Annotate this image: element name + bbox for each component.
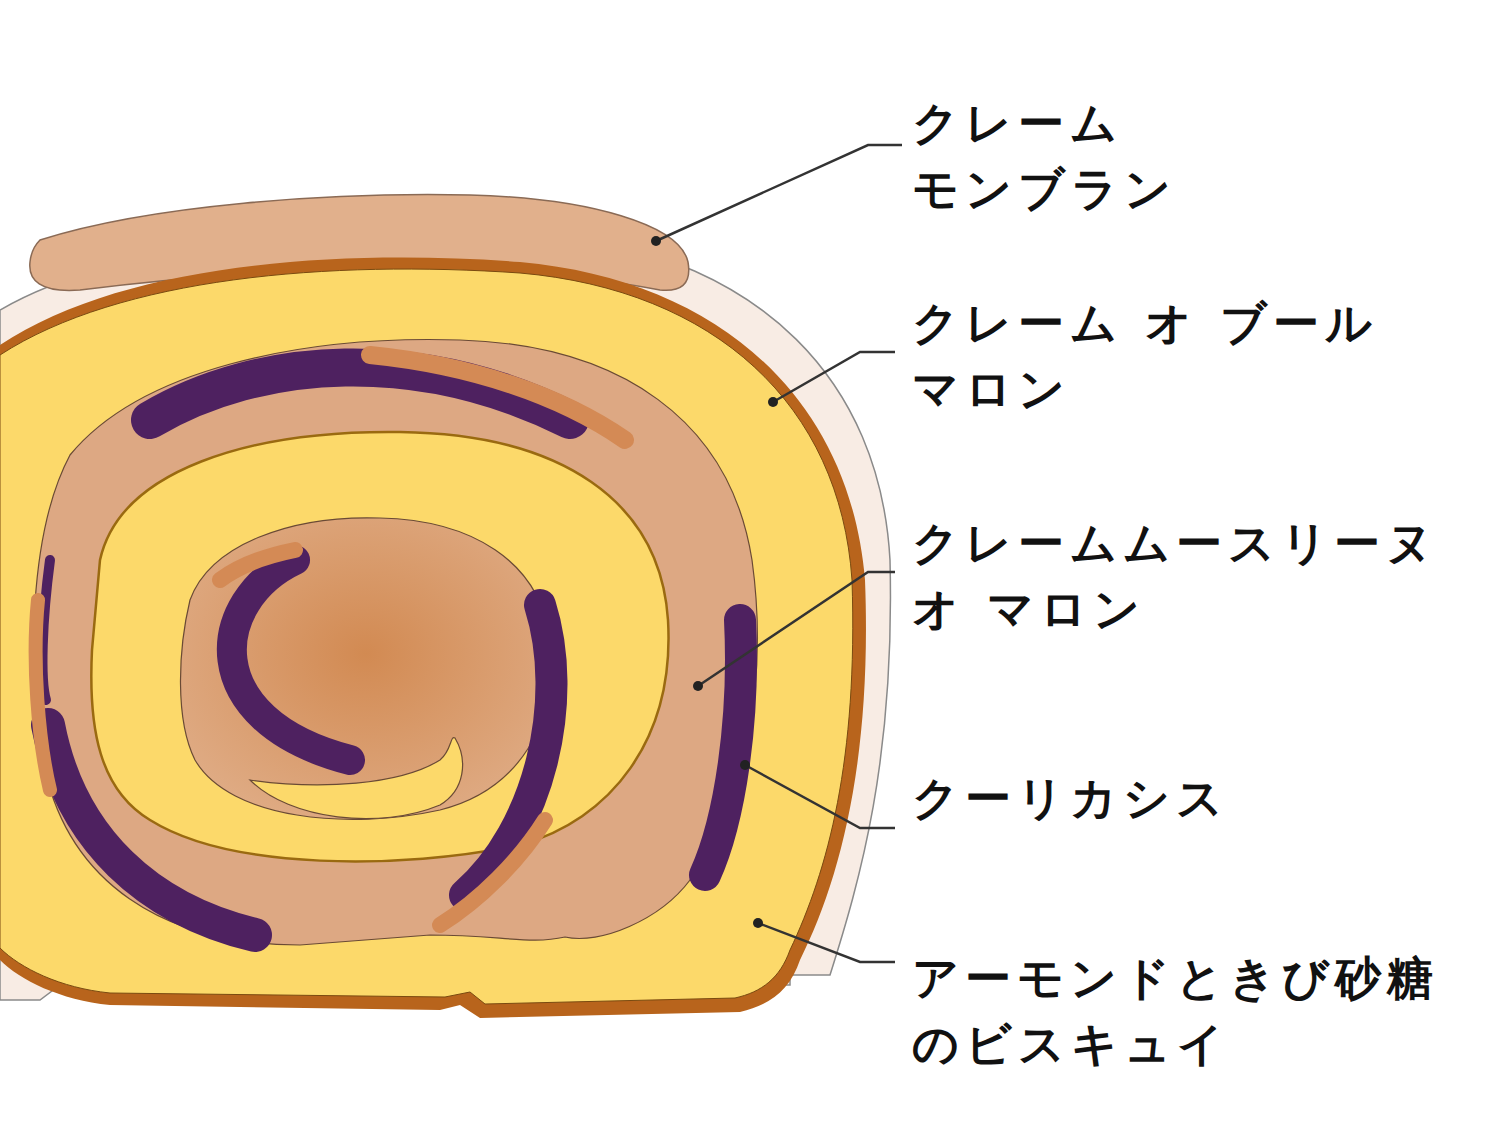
leader-dots (651, 236, 778, 928)
chestnut-mousseline (34, 340, 758, 945)
part-label: クレーム オ ブール マロン (912, 290, 1432, 422)
part-label: クレーム モンブラン (912, 90, 1242, 222)
part-label: クレームムースリーヌ オ マロン (912, 510, 1487, 642)
chestnut-pieces (36, 355, 625, 925)
core-mousseline (180, 518, 551, 820)
part-label: クーリカシス (912, 765, 1472, 831)
cassis-coulis (43, 367, 741, 935)
part-label: アーモンドときび砂糖 のビスキュイ (912, 945, 1487, 1077)
biscuit-spiral (91, 432, 668, 861)
almond-biscuit (0, 269, 853, 1004)
leader-lines (656, 145, 902, 962)
biscuit-crust (0, 258, 866, 1018)
